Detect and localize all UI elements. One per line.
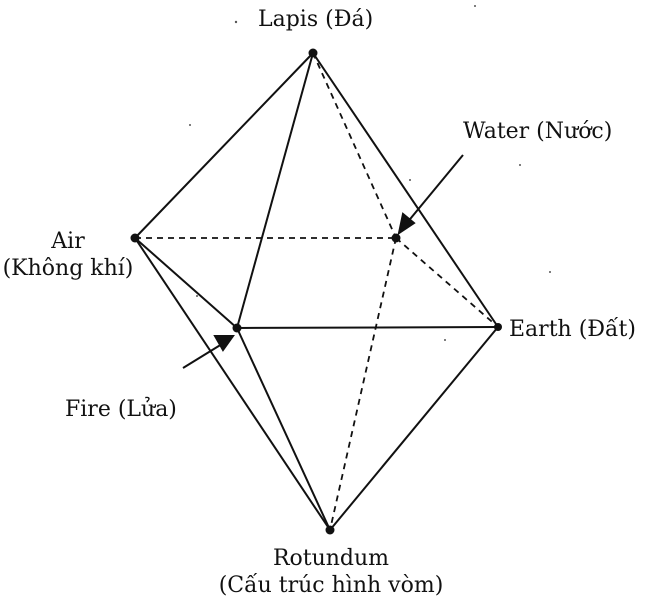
pointer-arrows (182, 154, 464, 369)
edge-lapis-water (312, 52, 397, 239)
label-lapis: Lapis (Đá) (258, 6, 373, 33)
label-rotundum: Rotundum (Cấu trúc hình vòm) (206, 545, 456, 599)
edge-water-rotundum (329, 237, 397, 531)
label-air-line2: (Không khí) (2, 256, 134, 281)
vertex-fire (232, 323, 242, 333)
label-rotundum-line2: (Cấu trúc hình vòm) (218, 573, 444, 598)
vertex-rotundum (325, 525, 335, 535)
edge-fire-earth (236, 326, 499, 329)
edge-lapis-earth (312, 52, 499, 328)
fire-arrow-shaft (182, 343, 223, 369)
label-fire: Fire (Lửa) (65, 396, 177, 423)
water-arrowhead (397, 212, 416, 236)
edge-lapis-air (134, 52, 314, 239)
label-air-line1: Air (51, 229, 85, 254)
edge-air-fire (134, 237, 238, 329)
solid-edges (134, 52, 499, 531)
water-arrow-shaft (405, 154, 464, 225)
vertex-water (391, 233, 401, 243)
label-earth-text: Earth (Đất) (509, 317, 636, 342)
scan-specks (189, 5, 551, 341)
vertex-lapis (308, 48, 318, 58)
edge-fire-rotundum (236, 327, 331, 531)
label-fire-text: Fire (Lửa) (65, 397, 177, 422)
edge-air-rotundum (134, 237, 331, 531)
label-air: Air (Không khí) (0, 228, 136, 282)
edge-water-earth (395, 237, 499, 328)
label-lapis-text: Lapis (Đá) (258, 7, 374, 32)
label-earth: Earth (Đất) (509, 316, 636, 343)
label-water: Water (Nước) (463, 118, 612, 145)
dashed-edges (135, 52, 499, 531)
vertices (130, 48, 502, 535)
edge-lapis-fire (236, 52, 314, 329)
vertex-earth (494, 323, 502, 331)
fire-arrowhead (213, 335, 235, 352)
label-water-text: Water (Nước) (463, 119, 613, 144)
vertex-air (130, 233, 140, 243)
edge-earth-rotundum (329, 326, 499, 531)
label-rotundum-line1: Rotundum (272, 546, 390, 571)
